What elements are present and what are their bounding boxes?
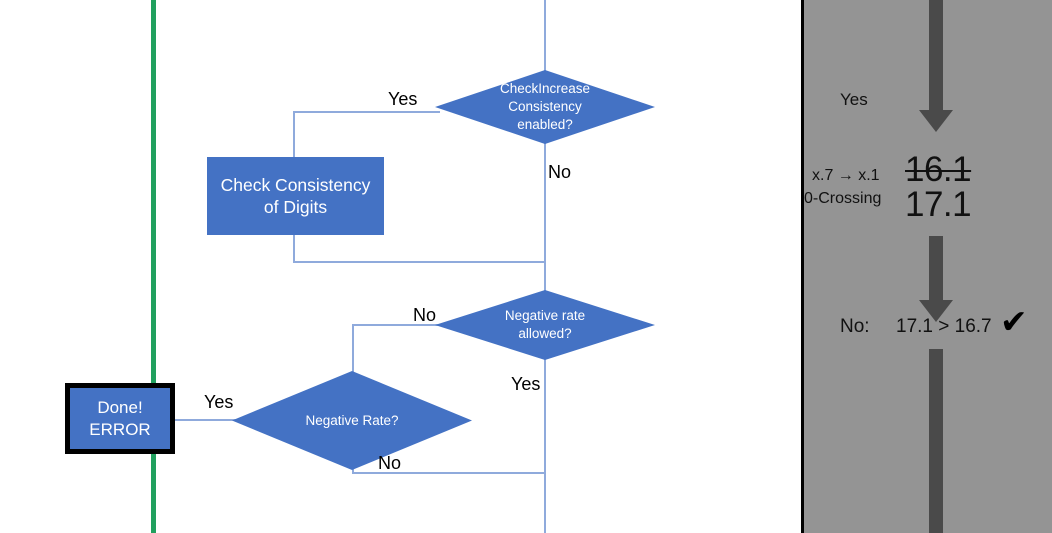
panel-arrow-head-middle (919, 300, 953, 322)
branch-label-no-check-increase: No (548, 162, 572, 182)
branch-label-no-negative-rate-allowed: No (413, 305, 437, 325)
connector-negrate-yes-vertical (544, 358, 546, 533)
panel-yes-label: Yes (840, 90, 868, 109)
annotation-panel: Yes x.7 → x.1 0-Crossing 16.1 17.1 No: 1… (801, 0, 1052, 533)
branch-label-yes-negative-rate-allowed: Yes (511, 374, 541, 394)
panel-arrow-head-top (919, 110, 953, 132)
process-check-consistency-of-digits-label: Check Consistency of Digits (220, 174, 371, 217)
connector-center-to-negative-rate-allowed (544, 261, 546, 294)
connector-yes-horizontal-top (293, 111, 440, 113)
decision-negative-rate-allowed[interactable]: Negative rate allowed? (435, 290, 655, 360)
panel-value-current: 17.1 (905, 185, 972, 224)
decision-negative-rate-label: Negative Rate? (305, 412, 399, 428)
decision-negative-rate[interactable]: Negative Rate? (232, 371, 472, 470)
panel-arrow-shaft-bottom (929, 349, 943, 533)
process-done-error-label: Done! ERROR (89, 397, 151, 439)
panel-arrow-shaft-middle (929, 236, 943, 304)
connector-negrate-no-horizontal (352, 324, 438, 326)
decision-negative-rate-allowed-label: Negative rate allowed? (504, 308, 586, 341)
panel-annotation-line2: 0-Crossing (804, 190, 882, 207)
decision-check-increase-consistency-label: CheckIncrease Consistency enabled? (499, 81, 591, 132)
connector-no-center-vertical (544, 142, 546, 292)
process-done-error[interactable]: Done! ERROR (65, 383, 175, 454)
green-divider-line (151, 0, 156, 533)
branch-label-yes-check-increase: Yes (388, 89, 418, 109)
connector-negrate-yes-to-done (175, 419, 237, 421)
panel-annotation-line1: x.7 → x.1 (812, 167, 880, 184)
connector-top-center (544, 0, 546, 83)
decision-check-increase-consistency[interactable]: CheckIncrease Consistency enabled? (435, 70, 655, 144)
branch-label-yes-negative-rate: Yes (204, 392, 234, 412)
connector-consistency-return-horizontal (293, 261, 545, 263)
connector-negrate-no-bottom-vertical (352, 466, 354, 474)
panel-no-label: No: (840, 316, 870, 337)
process-check-consistency-of-digits[interactable]: Check Consistency of Digits (207, 157, 384, 235)
branch-label-no-negative-rate: No (378, 453, 402, 473)
connector-negrate-no-bottom-horizontal (352, 472, 546, 474)
panel-arrow-shaft-top (929, 0, 943, 113)
panel-comparison: 17.1 > 16.7 (896, 316, 992, 337)
check-mark-icon: ✔ (1000, 302, 1028, 341)
panel-value-struck: 16.1 (905, 150, 972, 189)
